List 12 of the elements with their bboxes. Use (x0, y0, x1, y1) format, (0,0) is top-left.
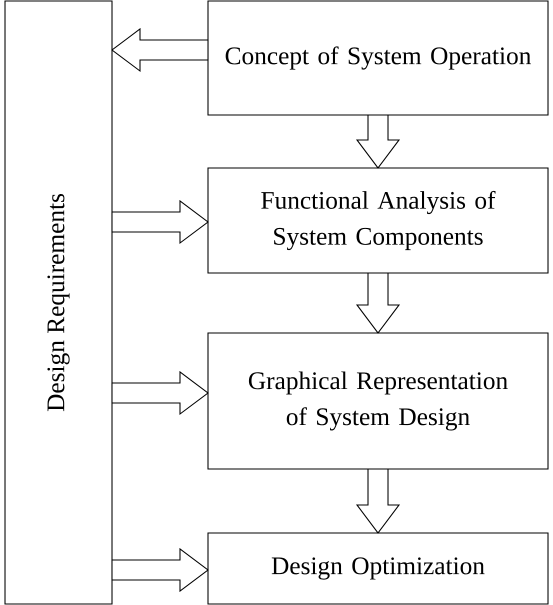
hollow-arrow (111, 370, 209, 416)
hollow-arrow (356, 114, 400, 169)
process-box: Functional Analysis of System Components (207, 167, 549, 274)
hollow-arrow (356, 468, 400, 534)
hollow-arrow (111, 28, 209, 72)
requirements-bar: Design Requirements (4, 0, 113, 605)
process-box: Concept of System Operation (207, 0, 549, 116)
process-box: Design Optimization (207, 532, 549, 605)
hollow-arrow (356, 272, 400, 334)
hollow-arrow (111, 200, 209, 244)
hollow-arrow (111, 548, 209, 592)
process-box: Graphical Representation of System Design (207, 332, 549, 470)
